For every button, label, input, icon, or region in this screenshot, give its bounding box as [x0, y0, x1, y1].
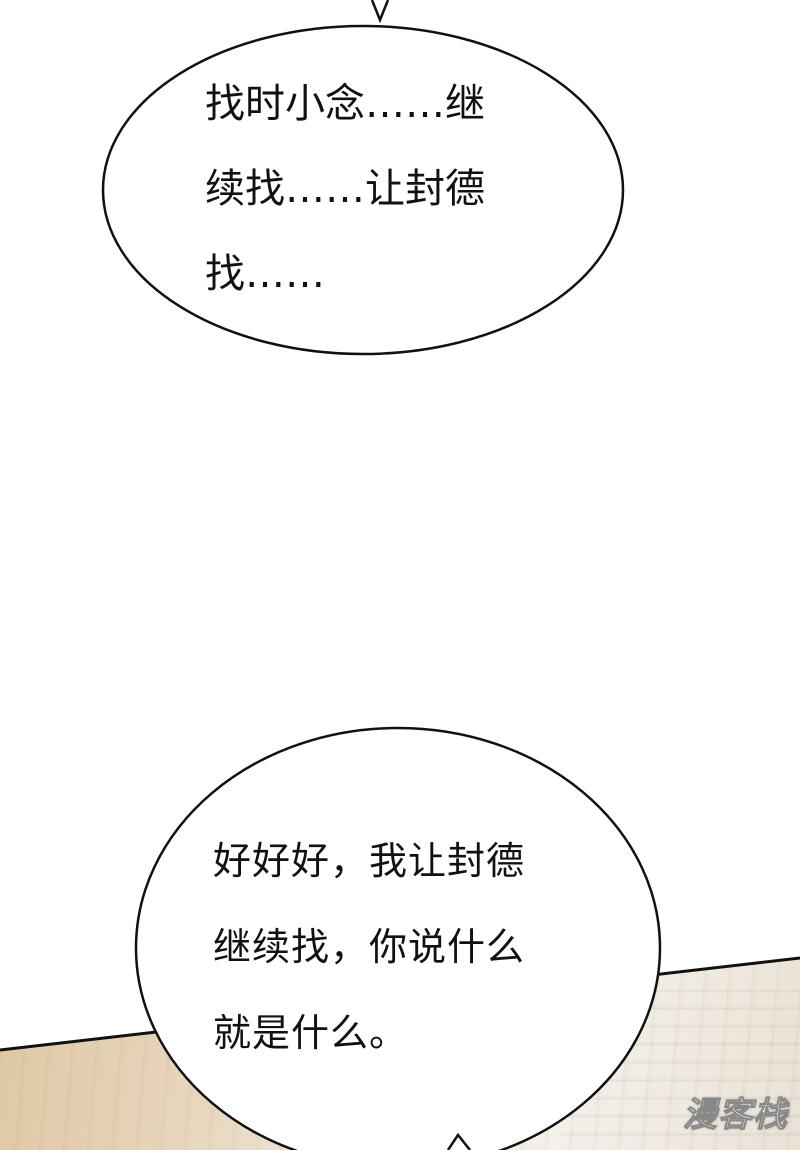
- bubble-1-line: 续找……让封德: [205, 166, 485, 212]
- bubble-tail-top: [370, 0, 390, 24]
- bubble-2-line: 好好好，我让封德: [213, 839, 526, 883]
- bubble-2-line: 继续找，你说什么: [213, 925, 526, 969]
- bubble-tail-bottom: [446, 1132, 471, 1150]
- bubble-1-line: 找……: [205, 251, 325, 297]
- watermark-logo: 漫客栈: [683, 1095, 788, 1136]
- bubble-1-line: 找时小念……继: [205, 81, 485, 127]
- speech-bubble-1-text: 找时小念……继 续找……让封德 找……: [205, 62, 485, 317]
- bubble-2-line: 就是什么。: [213, 1011, 409, 1055]
- speech-bubble-2: [134, 726, 662, 1150]
- speech-bubble-2-text: 好好好，我让封德 继续找，你说什么 就是什么。: [213, 818, 525, 1076]
- speech-bubble-1: [101, 24, 625, 356]
